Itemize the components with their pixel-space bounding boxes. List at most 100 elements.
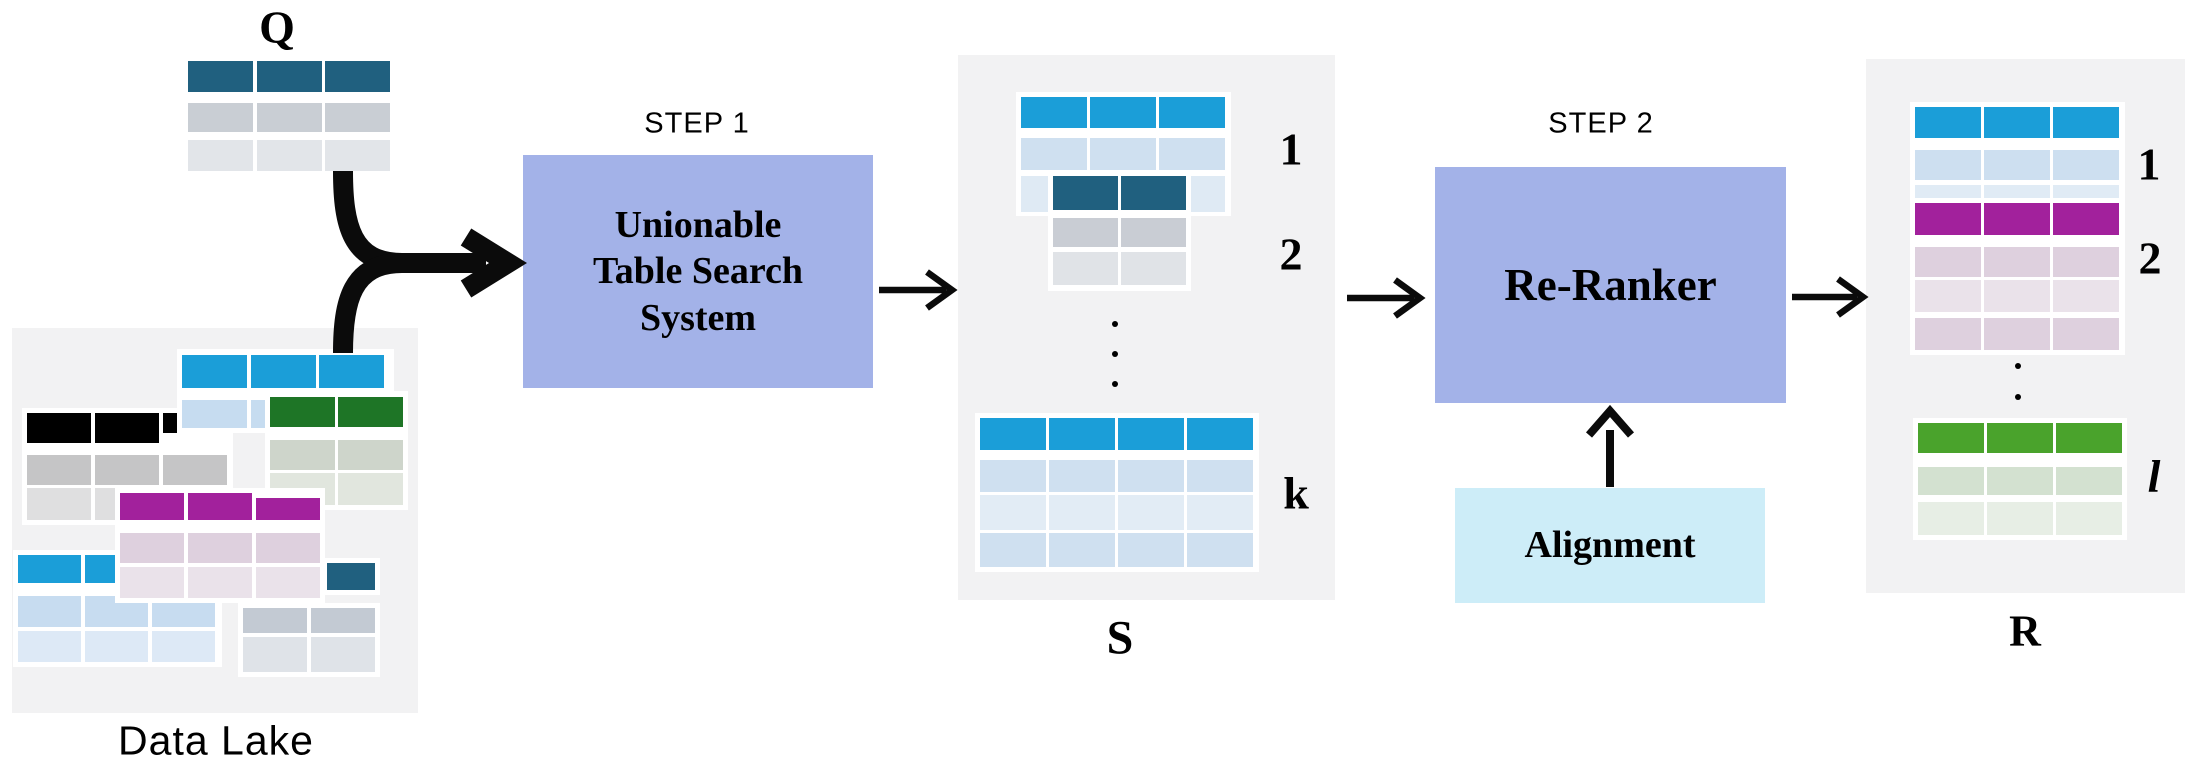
datalake-black-table-cell <box>27 413 91 443</box>
datalake-smallblue-table-cell <box>18 555 81 583</box>
r-table-1 <box>1910 102 2125 205</box>
s-table-k-cell <box>1118 460 1184 492</box>
datalake-teal-cell <box>322 558 380 595</box>
s-table-2-cell <box>1053 176 1118 210</box>
s-table-k-cell <box>980 460 1046 492</box>
r-table-1-cell <box>1915 107 1981 138</box>
r-ellipsis-dot <box>2015 394 2021 400</box>
datalake-magenta-table-cell <box>256 498 320 520</box>
datalake-blue-table-cell <box>182 355 247 388</box>
s-rank-2: 2 <box>1279 228 1303 280</box>
r-table-2-cell <box>1984 203 2050 235</box>
s-ellipsis-dot <box>1112 381 1118 387</box>
s-table-k-cell <box>1049 418 1115 450</box>
merge-arrow-shaft <box>398 228 527 298</box>
s-table-1-cell <box>1090 97 1156 128</box>
r-ellipsis-dot <box>2015 363 2021 369</box>
r-table-2-cell <box>1915 247 1981 277</box>
s-table-2-cell <box>1121 218 1186 247</box>
datalake-teal-cell-cell <box>327 563 375 590</box>
s-table-k-cell <box>1187 418 1253 450</box>
r-table-1-cell <box>1915 150 1981 180</box>
datalake-magenta-table-cell <box>120 533 184 563</box>
s-table-k-cell <box>1187 460 1253 492</box>
s-table-1-cell <box>1021 138 1087 170</box>
step2-label: STEP 2 <box>1548 107 1654 140</box>
datalake-smallblue-table-cell <box>18 596 81 627</box>
s-table-k-cell <box>1049 460 1115 492</box>
r-table-l-cell <box>1918 502 1984 535</box>
query-table-cell <box>256 103 322 132</box>
arrow-alignment-to-reranker <box>1585 404 1635 487</box>
s-table-2-cell <box>1121 252 1186 285</box>
datalake-green-table-cell <box>338 440 403 470</box>
s-rank-1: 1 <box>1279 123 1303 175</box>
r-table-1-cell <box>2053 185 2119 200</box>
r-table-l-cell <box>1987 502 2053 535</box>
datalake-magenta-table-cell <box>188 567 252 598</box>
r-table-l-cell <box>2056 502 2122 535</box>
s-table-k-cell <box>1118 418 1184 450</box>
query-table-cell <box>325 103 390 132</box>
datalake-magenta-table <box>115 488 325 603</box>
query-table-cell <box>325 140 390 171</box>
r-panel-label: R <box>2009 606 2041 656</box>
datalake-black-table-cell <box>27 455 91 485</box>
r-table-2-cell <box>1984 247 2050 277</box>
arrow-step1-to-s <box>879 269 958 311</box>
r-table-2-cell <box>2053 318 2119 350</box>
query-table-cell <box>256 61 322 92</box>
datalake-green-table-cell <box>338 473 403 505</box>
query-table-cell <box>325 61 390 92</box>
step1-box: Unionable Table Search System <box>523 155 873 388</box>
r-table-l <box>1913 418 2127 540</box>
datalake-smallblue-table-cell <box>18 631 81 662</box>
s-table-2 <box>1048 171 1191 291</box>
query-table <box>183 56 395 177</box>
datalake-green-table-cell <box>338 397 403 427</box>
datalake-smallblue-table-cell <box>85 631 148 662</box>
r-table-1-cell <box>2053 107 2119 138</box>
s-ellipsis-dot <box>1112 321 1118 327</box>
datalake-gray-table <box>238 603 380 677</box>
r-table-l-cell <box>1987 423 2053 453</box>
r-table-1-cell <box>1984 150 2050 180</box>
r-table-1-cell <box>1915 185 1981 200</box>
query-table-cell <box>188 140 253 171</box>
r-table-2-cell <box>1915 203 1981 235</box>
r-table-2-cell <box>1984 318 2050 350</box>
s-table-k-cell <box>1118 495 1184 530</box>
query-table-cell <box>256 140 322 171</box>
r-table-2-cell <box>1915 318 1981 350</box>
r-rank-l: l <box>2147 450 2161 502</box>
datalake-blue-table-cell <box>182 400 247 428</box>
r-table-2 <box>1910 198 2125 355</box>
query-table-cell <box>188 103 253 132</box>
r-table-2-cell <box>2053 203 2119 235</box>
s-table-2-cell <box>1053 252 1118 285</box>
s-table-k-cell <box>1187 495 1253 530</box>
merge-arrow-top-branch <box>333 170 403 273</box>
r-table-1-cell <box>2053 150 2119 180</box>
datalake-magenta-table-cell <box>120 493 184 520</box>
s-table-2-cell <box>1121 176 1186 210</box>
r-table-l-cell <box>1987 467 2053 495</box>
r-table-2-cell <box>1915 280 1981 312</box>
query-label: Q <box>259 1 295 53</box>
datalake-magenta-table-cell <box>120 567 184 598</box>
datalake-magenta-table-cell <box>188 493 252 520</box>
datalake-gray-table-cell <box>311 637 375 672</box>
r-table-l-cell <box>2056 423 2122 453</box>
datalake-label: Data Lake <box>118 717 314 764</box>
s-table-1-cell <box>1021 97 1087 128</box>
datalake-green-table-cell <box>270 440 335 470</box>
datalake-magenta-table-cell <box>256 533 320 563</box>
datalake-green-table-cell <box>270 397 335 427</box>
r-table-1-cell <box>1984 185 2050 200</box>
s-ellipsis-dot <box>1112 351 1118 357</box>
datalake-gray-table-cell <box>243 637 307 672</box>
datalake-gray-table-cell <box>311 608 375 633</box>
query-table-cell <box>188 61 253 92</box>
r-table-l-cell <box>1918 467 1984 495</box>
